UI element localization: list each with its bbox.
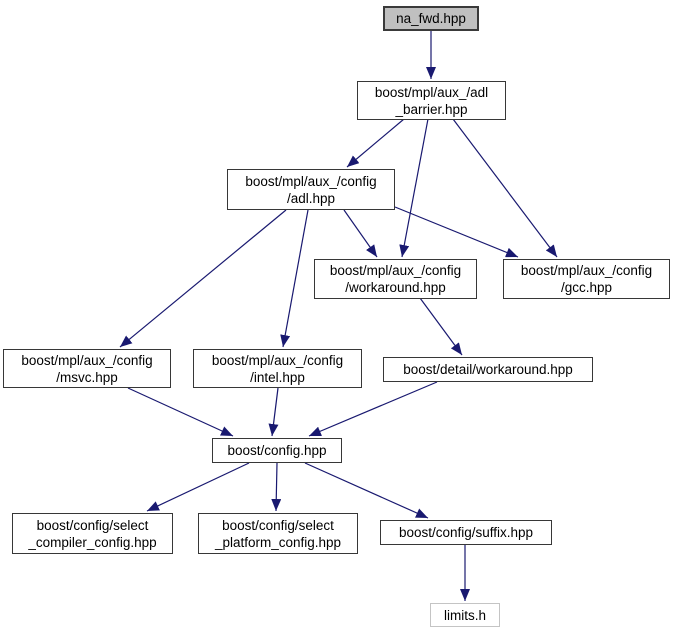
node-boost-config-select-compiler-config-hpp[interactable]: boost/config/select _compiler_config.hpp bbox=[12, 513, 173, 554]
edge-config_adl-to-config_intel bbox=[280, 209, 309, 348]
edge-adl_barrier-to-config_workaround bbox=[399, 118, 429, 258]
node-boost-mpl-aux-config-intel-hpp[interactable]: boost/mpl/aux_/config /intel.hpp bbox=[193, 349, 362, 388]
edge-adl_barrier-to-config_gcc bbox=[452, 118, 558, 258]
node-boost-mpl-aux-config-msvc-hpp[interactable]: boost/mpl/aux_/config /msvc.hpp bbox=[3, 349, 171, 388]
edge-boost_config-to-select_compiler bbox=[146, 462, 250, 512]
node-boost-config-hpp[interactable]: boost/config.hpp bbox=[212, 438, 342, 463]
node-na-fwd-hpp[interactable]: na_fwd.hpp bbox=[383, 6, 479, 31]
node-boost-mpl-aux-config-workaround-hpp[interactable]: boost/mpl/aux_/config /workaround.hpp bbox=[314, 259, 477, 299]
edge-config_workaround-to-detail_workaround bbox=[419, 297, 463, 356]
edge-config_adl-to-config_gcc bbox=[394, 206, 519, 258]
edge-config_intel-to-boost_config bbox=[268, 387, 279, 437]
edge-config_adl-to-config_msvc bbox=[119, 209, 287, 348]
node-limits-h[interactable]: limits.h bbox=[430, 603, 500, 627]
edge-config_msvc-to-boost_config bbox=[127, 387, 234, 437]
node-boost-mpl-aux-config-adl-hpp[interactable]: boost/mpl/aux_/config /adl.hpp bbox=[227, 169, 395, 210]
edge-detail_workaround-to-boost_config bbox=[308, 381, 438, 437]
node-boost-detail-workaround-hpp[interactable]: boost/detail/workaround.hpp bbox=[383, 357, 593, 382]
edge-adl_barrier-to-config_adl bbox=[346, 118, 405, 168]
node-boost-mpl-aux-adl-barrier-hpp[interactable]: boost/mpl/aux_/adl _barrier.hpp bbox=[357, 81, 506, 120]
node-boost-config-suffix-hpp[interactable]: boost/config/suffix.hpp bbox=[380, 520, 552, 545]
node-boost-mpl-aux-config-gcc-hpp[interactable]: boost/mpl/aux_/config /gcc.hpp bbox=[503, 259, 670, 299]
edge-boost_config-to-select_platform bbox=[271, 462, 282, 512]
edge-config_adl-to-config_workaround bbox=[343, 209, 378, 258]
edge-boost_config-to-suffix bbox=[304, 462, 429, 519]
node-boost-config-select-platform-config-hpp[interactable]: boost/config/select _platform_config.hpp bbox=[198, 513, 358, 554]
